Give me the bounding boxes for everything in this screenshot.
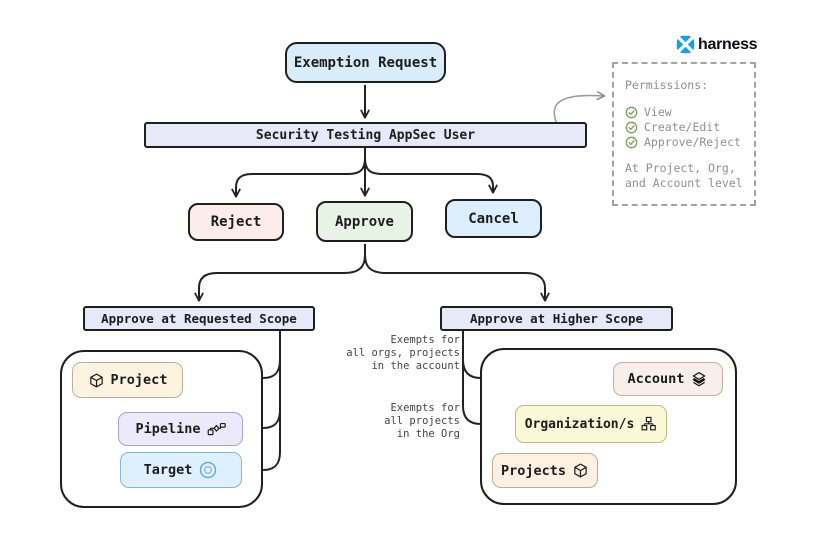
node-higher-scope: Approve at Higher Scope xyxy=(440,306,673,331)
annotation-line: in the Org xyxy=(396,428,460,440)
target-icon xyxy=(200,461,217,479)
annotation-line: Exempts for xyxy=(390,402,460,414)
node-account: Account xyxy=(613,362,723,396)
org-chart-icon xyxy=(641,416,657,430)
node-exemption-request: Exemption Request xyxy=(285,42,446,83)
arrow-scope-to-target xyxy=(247,331,281,475)
arrow-to-permissions xyxy=(553,90,606,125)
arrow-approve-to-requested-scope xyxy=(194,244,366,302)
permission-item-view: View xyxy=(625,105,744,120)
annotation-org-note: Exempts for all projects in the Org xyxy=(330,402,460,441)
arrow-approve-to-higher-scope xyxy=(364,244,550,302)
annotation-line: all orgs, projects xyxy=(346,347,460,359)
node-organizations: Organization/s xyxy=(515,405,667,443)
node-label: Account xyxy=(627,371,685,387)
arrow-appsec-to-cancel xyxy=(364,148,498,194)
node-pipeline: Pipeline xyxy=(118,412,243,446)
node-approve: Approve xyxy=(316,201,413,242)
annotation-account-note: Exempts for all orgs, projects in the ac… xyxy=(330,334,460,373)
annotation-line: in the account xyxy=(371,360,460,372)
permission-item-approve-reject: Approve/Reject xyxy=(625,135,744,150)
permissions-footer-line: and Account level xyxy=(625,176,743,190)
annotation-line: all projects xyxy=(384,415,460,427)
permissions-footer: At Project, Org, and Account level xyxy=(625,161,744,191)
permissions-footer-line: At Project, Org, xyxy=(625,161,736,175)
node-projects: Projects xyxy=(492,453,598,488)
node-label: Approve at Requested Scope xyxy=(101,311,297,326)
node-label: Reject xyxy=(210,214,262,230)
annotation-line: Exempts for xyxy=(390,334,460,346)
layers-icon xyxy=(693,371,706,387)
node-cancel: Cancel xyxy=(445,199,542,238)
pipeline-icon xyxy=(207,422,226,435)
arrow-appsec-to-reject xyxy=(231,148,366,198)
node-reject: Reject xyxy=(188,203,284,241)
harness-logo-icon xyxy=(676,35,695,54)
node-label: Exemption Request xyxy=(293,54,438,71)
node-label: Target xyxy=(143,462,193,478)
node-label: Cancel xyxy=(468,210,519,227)
node-label: Organization/s xyxy=(524,416,635,432)
permission-label: View xyxy=(644,105,672,119)
node-label: Approve at Higher Scope xyxy=(469,311,644,326)
harness-logo: harness xyxy=(676,35,758,54)
check-circle-icon xyxy=(625,106,638,119)
node-requested-scope: Approve at Requested Scope xyxy=(83,306,315,331)
node-label: Approve xyxy=(334,213,394,230)
harness-logo-text: harness xyxy=(698,35,758,53)
node-label: Projects xyxy=(500,462,567,479)
check-circle-icon xyxy=(625,136,638,149)
permission-label: Approve/Reject xyxy=(644,135,741,149)
node-label: Project xyxy=(110,372,168,388)
node-label: Pipeline xyxy=(135,421,201,437)
cube-icon xyxy=(89,373,103,387)
check-circle-icon xyxy=(625,121,638,134)
permissions-panel: Permissions: View Create/Edit Approve/Re… xyxy=(612,62,756,206)
permissions-title: Permissions: xyxy=(625,78,709,92)
permission-label: Create/Edit xyxy=(644,120,721,134)
node-label: Security Testing AppSec User xyxy=(255,127,476,143)
cube-icon xyxy=(574,463,587,478)
node-target: Target xyxy=(120,452,242,488)
permission-item-create-edit: Create/Edit xyxy=(625,120,744,135)
node-appsec-user: Security Testing AppSec User xyxy=(144,122,587,148)
node-project: Project xyxy=(72,362,183,398)
